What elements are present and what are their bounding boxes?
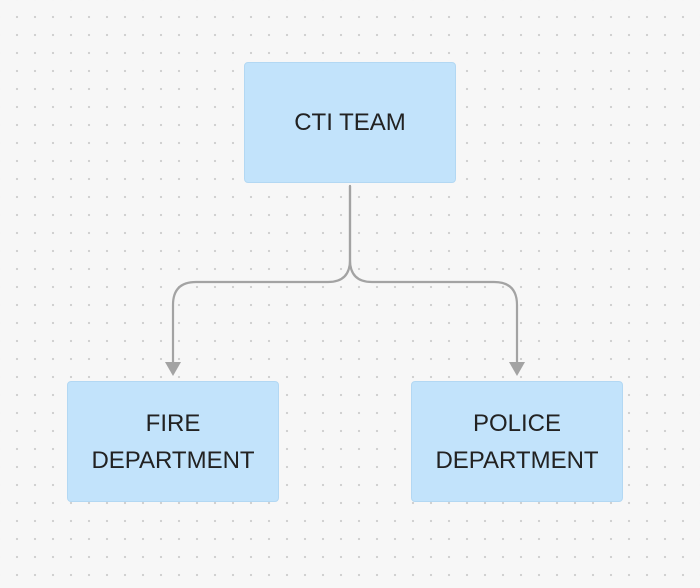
node-fire-department[interactable]: FIRE DEPARTMENT <box>67 381 279 502</box>
node-cti-team[interactable]: CTI TEAM <box>244 62 456 183</box>
connector-cti-to-fire[interactable] <box>171 184 352 366</box>
node-label-line: CTI TEAM <box>294 109 406 136</box>
node-label-line: FIRE <box>145 409 201 437</box>
connector-cti-to-police[interactable] <box>348 184 519 366</box>
node-label-line: POLICE <box>472 409 562 437</box>
arrowhead-police <box>509 362 525 376</box>
node-police-department[interactable]: POLICE DEPARTMENT <box>411 381 623 502</box>
node-label-line: DEPARTMENT <box>91 446 255 474</box>
node-label-line: DEPARTMENT <box>435 446 599 474</box>
arrowhead-fire <box>165 362 181 376</box>
